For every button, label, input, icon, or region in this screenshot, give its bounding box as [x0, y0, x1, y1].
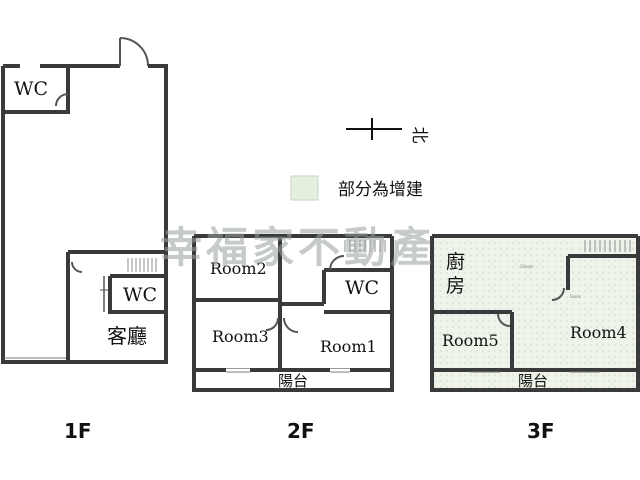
room-label-wc: WC	[123, 284, 157, 306]
room-label-room4: Room4	[570, 323, 627, 342]
floor-3f: 20sqm Room 廚 房 Room5 Room4 陽台 3F	[430, 234, 640, 443]
floor-label-3f: 3F	[527, 419, 555, 443]
room-label-wc: WC	[345, 277, 379, 299]
svg-text:20sqm: 20sqm	[520, 264, 534, 269]
floor-1f: WC WC 客廳 1F	[1, 37, 168, 443]
legend-label: 部分為增建	[338, 180, 423, 200]
watermark: 幸福家不動產	[160, 223, 436, 272]
room-label-kitchen-2: 房	[446, 275, 465, 297]
door-icon	[55, 93, 69, 107]
floor-2f: Room2 WC Room3 Room1 陽台 2F	[192, 234, 394, 443]
room-label-room5: Room5	[442, 331, 499, 350]
room-label-living-room: 客廳	[107, 324, 147, 348]
north-compass: 北	[346, 118, 429, 144]
room-label-balcony: 陽台	[518, 372, 548, 390]
room-label-room1: Room1	[320, 337, 377, 356]
legend-swatch	[290, 175, 319, 201]
room-label-balcony: 陽台	[278, 372, 308, 390]
room-label-wc: WC	[14, 78, 48, 100]
room-label-room2: Room2	[210, 259, 267, 278]
compass-label: 北	[409, 127, 429, 144]
room-label-room3: Room3	[212, 327, 269, 346]
floor-label-2f: 2F	[287, 419, 315, 443]
room-label-kitchen-1: 廚	[446, 250, 465, 273]
svg-text:Room: Room	[570, 294, 581, 299]
floor-label-1f: 1F	[64, 419, 92, 443]
legend: 部分為增建	[290, 175, 423, 201]
